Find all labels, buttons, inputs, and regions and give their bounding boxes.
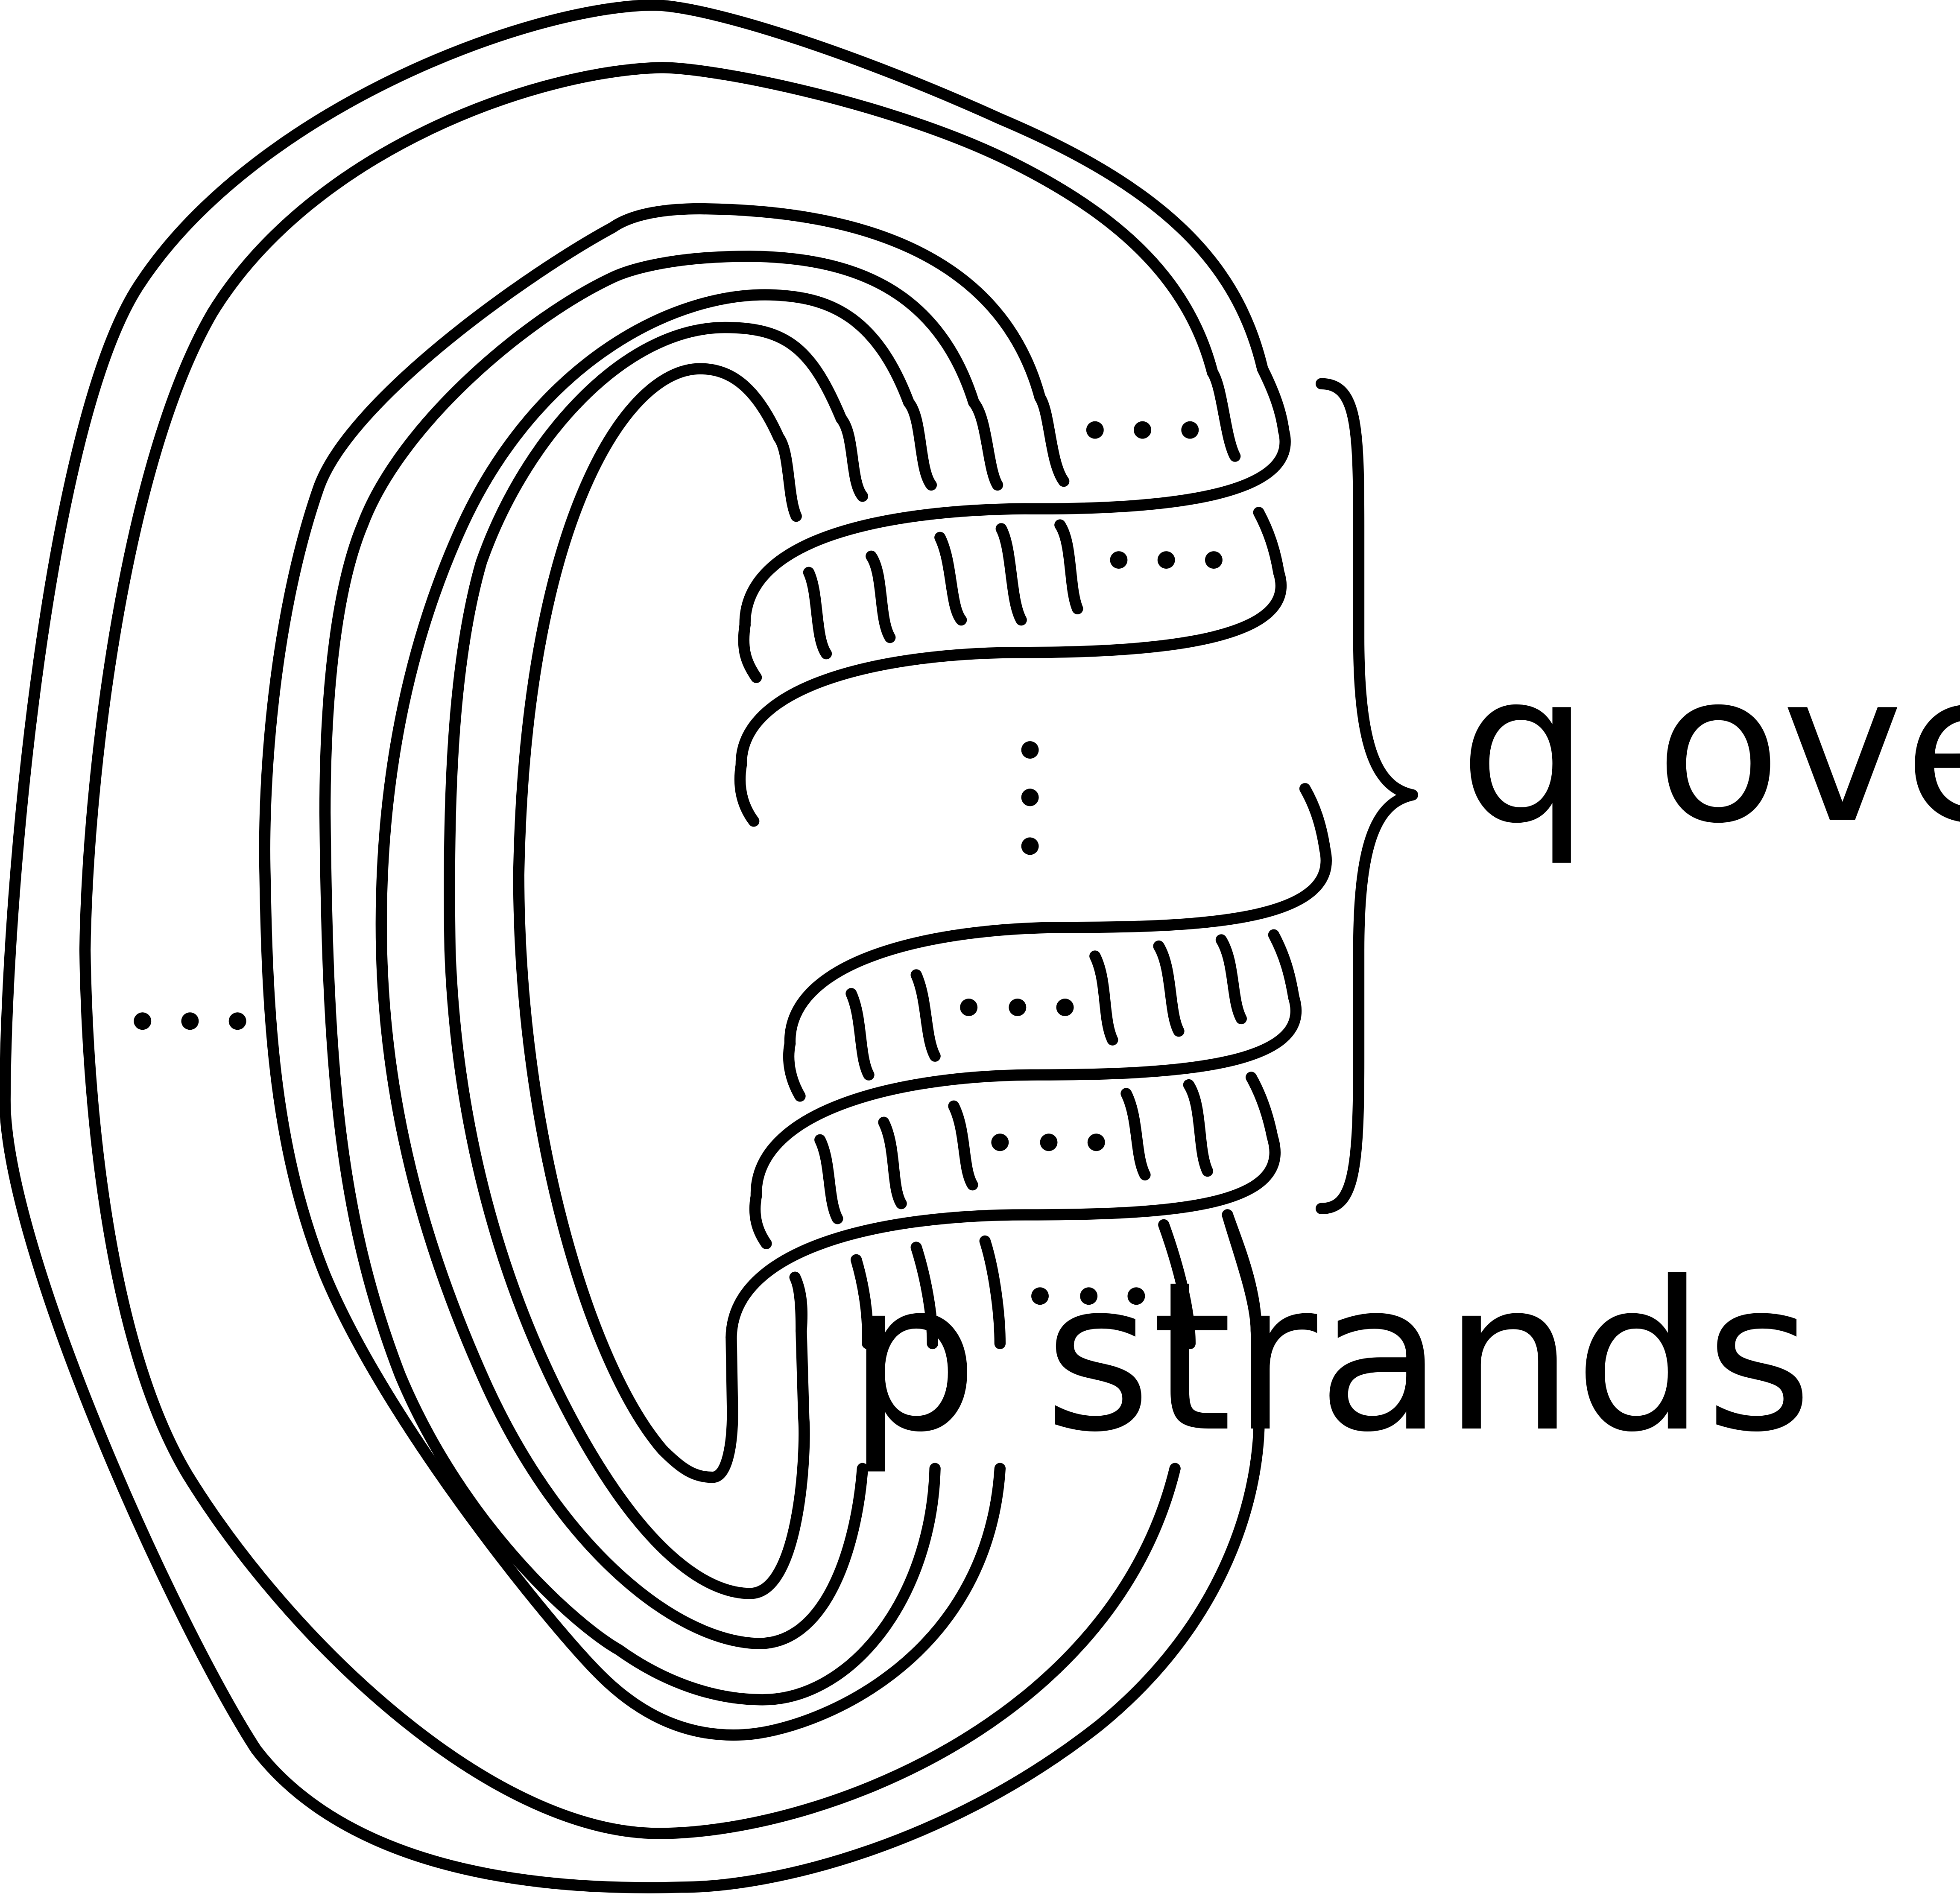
strand-segment [1054, 519, 1083, 614]
ellipsis-overpass-q-minus-1 [960, 999, 1074, 1017]
strand-segment [845, 988, 875, 1081]
strand-segment [1257, 363, 1290, 437]
strand-segment [851, 1254, 874, 1350]
outer-strand-2 [79, 62, 1218, 1839]
strand-segment [910, 1242, 938, 1350]
overpass-2 [735, 567, 1287, 771]
strand-segment [814, 1134, 843, 1224]
strand-segment [789, 1271, 807, 1337]
inner-strand-4 [513, 363, 784, 1483]
strand-segment [866, 550, 896, 643]
overpasses-brace [1315, 378, 1419, 1215]
overpass-1 [739, 425, 1291, 631]
ellipsis-overpass-2 [1110, 551, 1223, 569]
strand-segment [1299, 783, 1331, 856]
strand-segment [934, 532, 967, 626]
strand-segment [968, 397, 1003, 491]
inner-strands [319, 251, 980, 1706]
ellipsis-overpass-q [991, 1134, 1105, 1151]
inner-strand-3 [444, 321, 847, 1599]
strand-segment [835, 413, 869, 502]
strands-label: p strands [848, 1237, 1813, 1477]
strand-segment [734, 759, 760, 827]
strand-segment [1253, 507, 1284, 578]
strand-segment [1034, 391, 1070, 487]
strand-segment [995, 523, 1027, 626]
ellipsis-bottom [1031, 1287, 1145, 1305]
outer-strand-3 [259, 203, 1046, 1741]
strand-segment [1089, 950, 1118, 1046]
strand-segment [773, 432, 802, 522]
strand-segment [1153, 940, 1185, 1037]
strand-segment [803, 567, 832, 660]
overpass-q-minus-1 [784, 844, 1332, 1049]
strand-segment [1158, 1219, 1196, 1350]
strand-segment [1183, 1079, 1213, 1177]
outer-strands [0, 0, 1268, 1893]
overpasses-label: q overpasses [1459, 628, 1960, 868]
ellipsis-left [134, 1012, 246, 1030]
overpasses [725, 425, 1332, 1343]
ellipsis-dots [134, 421, 1223, 1305]
overpass-bottom [725, 1131, 1281, 1343]
inner-strand-1 [319, 251, 980, 1706]
strand-segment [1246, 1072, 1278, 1143]
ellipsis-vertical [1021, 741, 1039, 855]
strand-segment [1207, 367, 1241, 462]
strand-segment [948, 1100, 978, 1191]
strand-segment [1222, 1209, 1262, 1337]
strand-segment [1268, 929, 1299, 1003]
strand-segment [738, 619, 762, 683]
strand-segment [979, 1235, 1006, 1350]
strand-segment [878, 1116, 907, 1209]
strand-segments [734, 363, 1331, 1350]
strand-segment [1120, 1088, 1151, 1180]
ellipsis-overpass-1 [1086, 421, 1199, 439]
strand-segment [910, 969, 941, 1062]
strand-segment [749, 1190, 772, 1249]
outer-strand-1 [0, 0, 1268, 1893]
strand-segment [903, 397, 937, 491]
strand-segment [783, 1038, 806, 1102]
strand-segment [1215, 934, 1247, 1025]
overpass-q [750, 991, 1302, 1202]
inner-strand-2 [375, 289, 915, 1649]
